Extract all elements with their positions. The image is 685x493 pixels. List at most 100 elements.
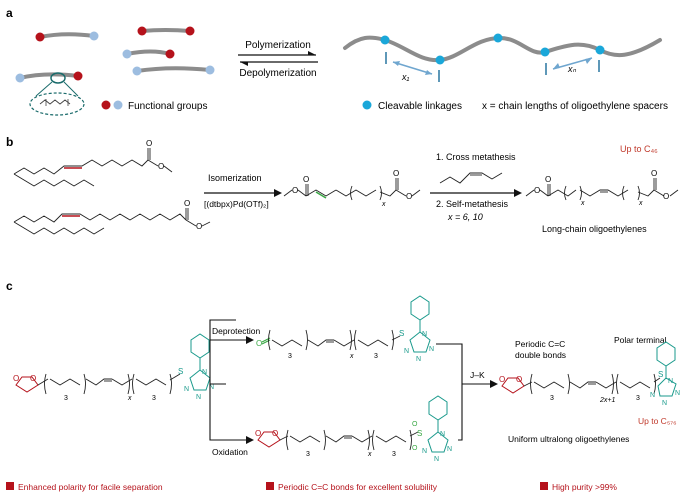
polymer-chain: x₁ xₙ (343, 33, 662, 82)
ester2-o-carbonyl: O (184, 199, 190, 208)
ester1-o-carbonyl: O (146, 139, 152, 148)
product-o-left: O (534, 186, 540, 195)
top-n2: N (429, 346, 434, 353)
diester-sub-x: x (381, 201, 386, 208)
panel-c-letter: c (6, 279, 13, 293)
ring-o-2: O (30, 374, 36, 383)
merge-lines (436, 343, 463, 441)
cross-metathesis-reagent (439, 172, 503, 184)
tetrazole-left (189, 333, 211, 391)
tetrazole-top (409, 295, 431, 353)
product-n1: N (668, 378, 673, 385)
product-o-left-carbonyl: O (545, 175, 551, 184)
top-s-atom: S (399, 329, 404, 338)
tetrazole-n2: N (209, 384, 214, 391)
bottom-ring-o-2: O (272, 429, 278, 438)
cleavable-linkage-dot (435, 55, 445, 65)
tetrazole-product (656, 341, 677, 397)
diester-o-left: O (292, 186, 298, 195)
functional-group-dot (15, 73, 25, 83)
tetrazole-n3: N (196, 394, 201, 401)
product-sub-x-right: x (638, 200, 643, 207)
product-o-right-carbonyl: O (651, 169, 657, 178)
bottom-ring-o-1: O (255, 429, 261, 438)
product-ring-o-1: O (499, 375, 505, 384)
functional-group-dot (35, 32, 45, 42)
left-chain (37, 373, 181, 395)
step1-label: 1. Cross metathesis (436, 152, 516, 162)
bottom-n2: N (447, 446, 452, 453)
top-n1: N (422, 331, 427, 338)
functional-group-dot (205, 65, 215, 75)
starting-ester-2 (13, 208, 211, 235)
panel-c-up-to: Up to C₅₇₆ (638, 416, 677, 426)
product-n4: N (650, 392, 655, 399)
dioxolane-ring-product (501, 377, 525, 394)
zoom-inset (29, 81, 85, 116)
functional-group-dot (122, 49, 132, 59)
aldehyde-o: O (256, 339, 262, 348)
footer-item-3: High purity >99% (552, 482, 617, 492)
periodic-label-1: Periodic C=C (515, 339, 565, 349)
legend-cleavable-linkages: Cleavable linkages (378, 101, 462, 112)
legend-functional-groups: Functional groups (128, 101, 208, 112)
left-sub-x: x (127, 395, 132, 402)
product-sub-3a: 3 (550, 395, 554, 402)
left-sub-3b: 3 (152, 395, 156, 402)
tetrazole-bottom (427, 395, 449, 453)
bottom-sub-3a: 3 (306, 451, 310, 458)
product-sub-3b: 3 (636, 395, 640, 402)
left-sub-3a: 3 (64, 395, 68, 402)
functional-group-dot (165, 49, 175, 59)
x1-label: x₁ (401, 72, 410, 82)
cleavable-linkage-dot (380, 35, 390, 45)
periodic-label-2: double bonds (515, 350, 566, 360)
bottom-n3: N (434, 456, 439, 463)
top-n4: N (404, 348, 409, 355)
sulfone-o-2: O (412, 445, 418, 452)
bottom-n1: N (440, 431, 445, 438)
final-product-chain (523, 373, 661, 395)
ester2-o-ether: O (196, 222, 202, 231)
product-s-atom: S (658, 370, 663, 379)
legend-cyan-dot (362, 100, 372, 110)
functional-group-dot (73, 71, 83, 81)
dioxolane-ring-left (15, 376, 39, 393)
functional-group-dot (132, 66, 142, 76)
sulfone-chain (279, 429, 419, 451)
footer-bullet-3 (540, 482, 548, 490)
isomerization-label: Isomerization (208, 173, 262, 183)
sulfone-o-1: O (412, 421, 418, 428)
product-sub-2x1: 2x+1 (599, 397, 615, 404)
bottom-sub-x: x (367, 451, 372, 458)
bottom-n4: N (422, 448, 427, 455)
panel-b-up-to: Up to C₄₆ (620, 144, 658, 154)
equilibrium-arrows: Polymerization Depolymerization (238, 40, 318, 79)
cleavable-linkage-dot (493, 33, 503, 43)
cleavable-linkage-dot (540, 47, 550, 57)
top-sub-x: x (349, 353, 354, 360)
tetrazole-n1: N (202, 369, 207, 376)
panel-b-letter: b (6, 135, 13, 149)
ring-o-1: O (13, 374, 19, 383)
long-chain-label: Long-chain oligoethylenes (542, 224, 647, 234)
diester-o-left-carbonyl: O (303, 175, 309, 184)
xn-label: xₙ (567, 64, 577, 74)
polar-terminal-label: Polar terminal (614, 335, 667, 345)
legend-blue-dot (113, 100, 123, 110)
left-s-atom: S (178, 367, 183, 376)
polymerization-label: Polymerization (245, 40, 311, 51)
legend-red-dot (101, 100, 111, 110)
catalyst-label: [(dtbpx)Pd(OTf)₂] (204, 199, 269, 209)
tetrazole-n4: N (184, 386, 189, 393)
sulfone-s-atom: S (417, 429, 422, 438)
functional-group-dot (137, 26, 147, 36)
product-o-right: O (663, 192, 669, 201)
diester-o-right-carbonyl: O (393, 169, 399, 178)
dioxolane-ring-bottom (257, 431, 281, 448)
monomer-group (15, 26, 215, 84)
diester-intermediate (283, 178, 421, 201)
footer-bullet-1 (6, 482, 14, 490)
bottom-sub-3b: 3 (392, 451, 396, 458)
